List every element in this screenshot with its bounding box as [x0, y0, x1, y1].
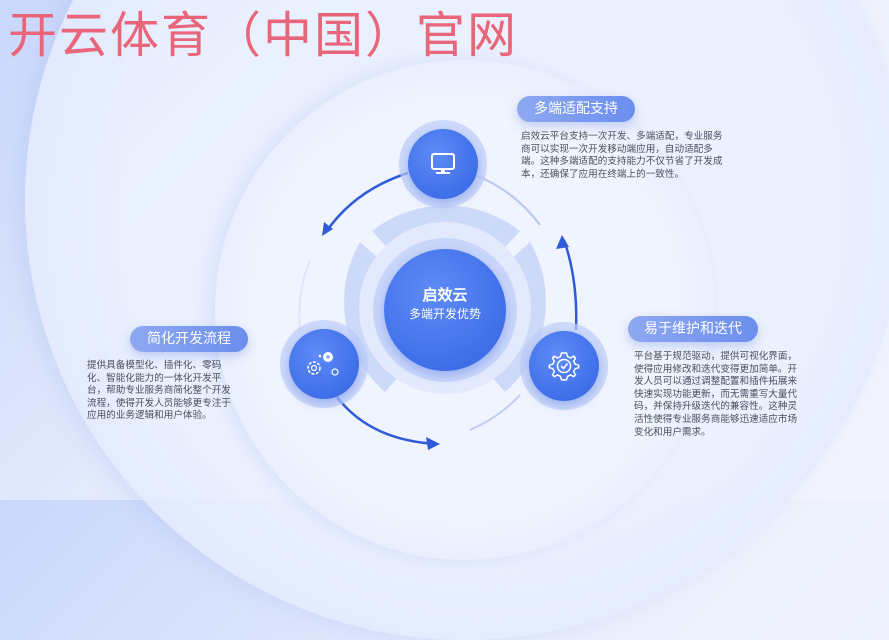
feature-node-0 [408, 129, 478, 199]
monitor-icon [431, 153, 455, 174]
page-title: 开云体育（中国）官网 [8, 7, 519, 64]
center-label: 启效云 多端开发优势 [390, 285, 500, 323]
cycle-arrows [324, 171, 578, 446]
center-title: 启效云 [422, 286, 468, 304]
feature-label-2: 易于维护和迭代 [628, 316, 758, 342]
gears-icon [307, 352, 339, 376]
arrow-left-to-bottom [336, 396, 437, 446]
center-node [384, 249, 506, 371]
feature-description-1: 提供具备模型化、插件化、零码 化、智能化能力的一体化开发平 台，帮助专业服务商简… [87, 360, 231, 422]
feature-node-1 [289, 329, 359, 399]
feature-label-0: 多端适配支持 [517, 96, 635, 122]
arrow-top-to-left [324, 171, 409, 233]
feature-description-0: 启效云平台支持一次开发、多端适配，专业服务 商可以实现一次开发移动端应用，自动适… [521, 131, 723, 180]
arrow-right-to-top [562, 239, 578, 331]
feature-node-2 [529, 331, 599, 401]
feature-label-1: 简化开发流程 [130, 326, 248, 352]
center-subtitle: 多端开发优势 [408, 307, 481, 321]
gear-check-icon [548, 352, 580, 381]
feature-description-2: 平台基于规范驱动，提供可视化界面， 使得应用修改和迭代变得更加简单。开 发人员可… [634, 351, 798, 438]
